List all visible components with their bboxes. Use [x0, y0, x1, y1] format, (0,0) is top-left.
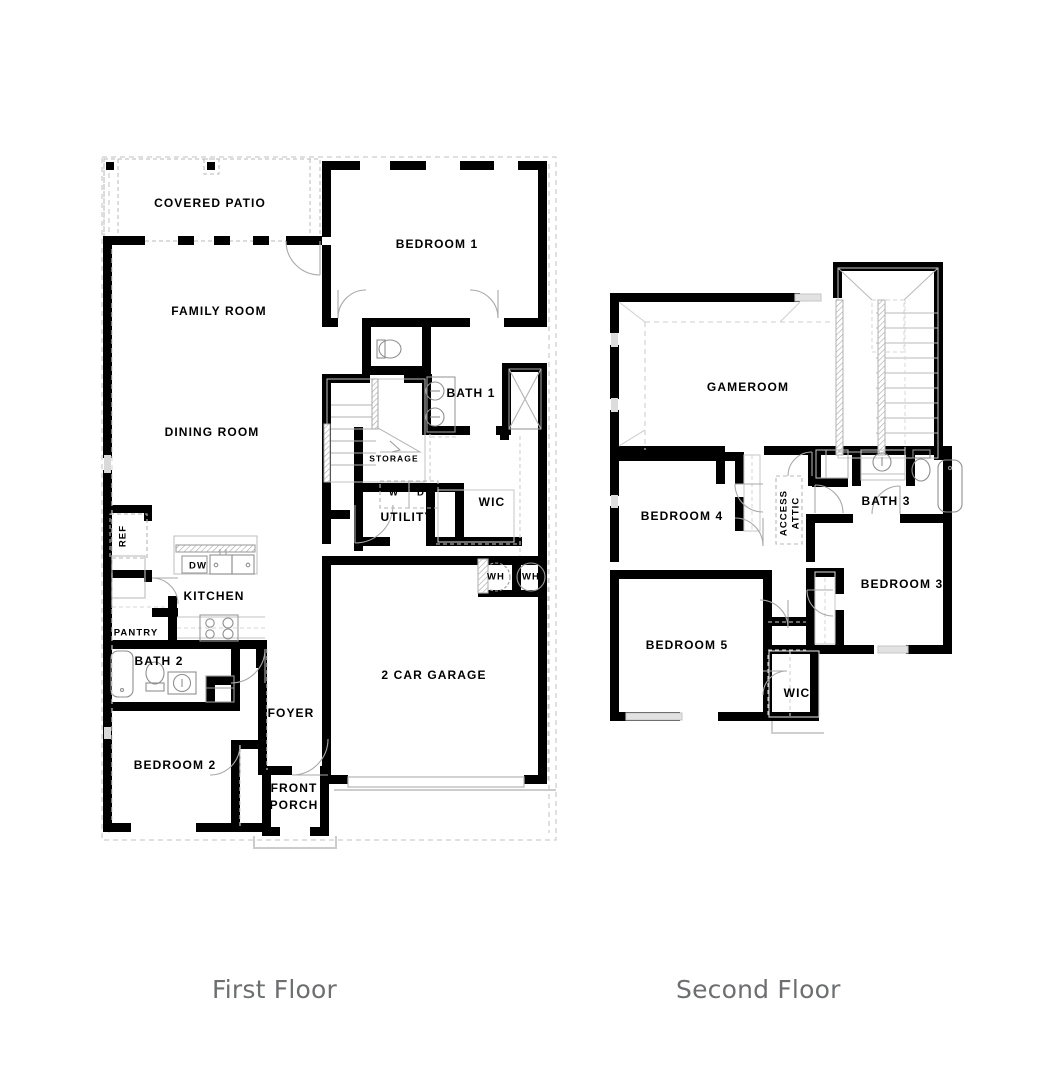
room-label-water-heater-1: WH	[487, 572, 505, 583]
room-label-front-porch-1: FRONT	[271, 781, 318, 795]
room-label-covered-patio: COVERED PATIO	[154, 196, 266, 210]
room-label-bath-2: BATH 2	[134, 654, 183, 668]
room-label-water-heater-2: WH	[522, 572, 540, 583]
first-floor-labels: COVERED PATIO FAMILY ROOM DINING ROOM KITCH…	[114, 196, 540, 812]
room-label-utility: UTILITY	[380, 510, 433, 524]
room-label-front-porch-2: PORCH	[270, 798, 319, 812]
room-label-attic-access-2: ACCESS	[779, 490, 790, 536]
first-floor-caption: First Floor	[212, 975, 337, 1004]
room-label-bedroom-3: BEDROOM 3	[861, 577, 944, 591]
room-label-bedroom-4: BEDROOM 4	[641, 509, 724, 523]
second-floor-plan	[610, 262, 963, 734]
room-label-washer: W	[389, 488, 399, 499]
room-label-bedroom-5: BEDROOM 5	[646, 638, 729, 652]
room-label-bath-1: BATH 1	[446, 386, 495, 400]
room-label-refrigerator: REF	[118, 525, 129, 547]
second-floor-caption: Second Floor	[676, 975, 841, 1004]
room-label-pantry: PANTRY	[114, 628, 159, 639]
room-label-wic-2: WIC	[784, 686, 811, 700]
room-label-dining-room: DINING ROOM	[165, 425, 260, 439]
second-floor-fixtures	[611, 267, 963, 734]
room-label-bedroom-2: BEDROOM 2	[134, 758, 217, 772]
second-floor-labels: GAMEROOM BEDROOM 4 BEDROOM 5 BEDROOM 3 BATH …	[641, 380, 944, 700]
first-floor-plan	[101, 156, 557, 849]
room-label-storage: STORAGE	[369, 453, 419, 463]
room-label-dishwasher: DW	[189, 561, 207, 572]
room-label-wic-1: WIC	[479, 495, 506, 509]
room-label-family-room: FAMILY ROOM	[171, 304, 266, 318]
room-label-dryer: D	[417, 488, 425, 499]
room-label-bath-3: BATH 3	[861, 494, 910, 508]
room-label-foyer: FOYER	[268, 706, 315, 720]
room-label-kitchen: KITCHEN	[183, 589, 244, 603]
room-label-attic-access-1: ATTIC	[791, 497, 802, 530]
first-floor-fixtures	[104, 240, 549, 828]
room-label-gameroom: GAMEROOM	[707, 380, 789, 394]
room-label-bedroom-1: BEDROOM 1	[396, 237, 479, 251]
room-label-two-car-garage: 2 CAR GARAGE	[381, 668, 486, 682]
